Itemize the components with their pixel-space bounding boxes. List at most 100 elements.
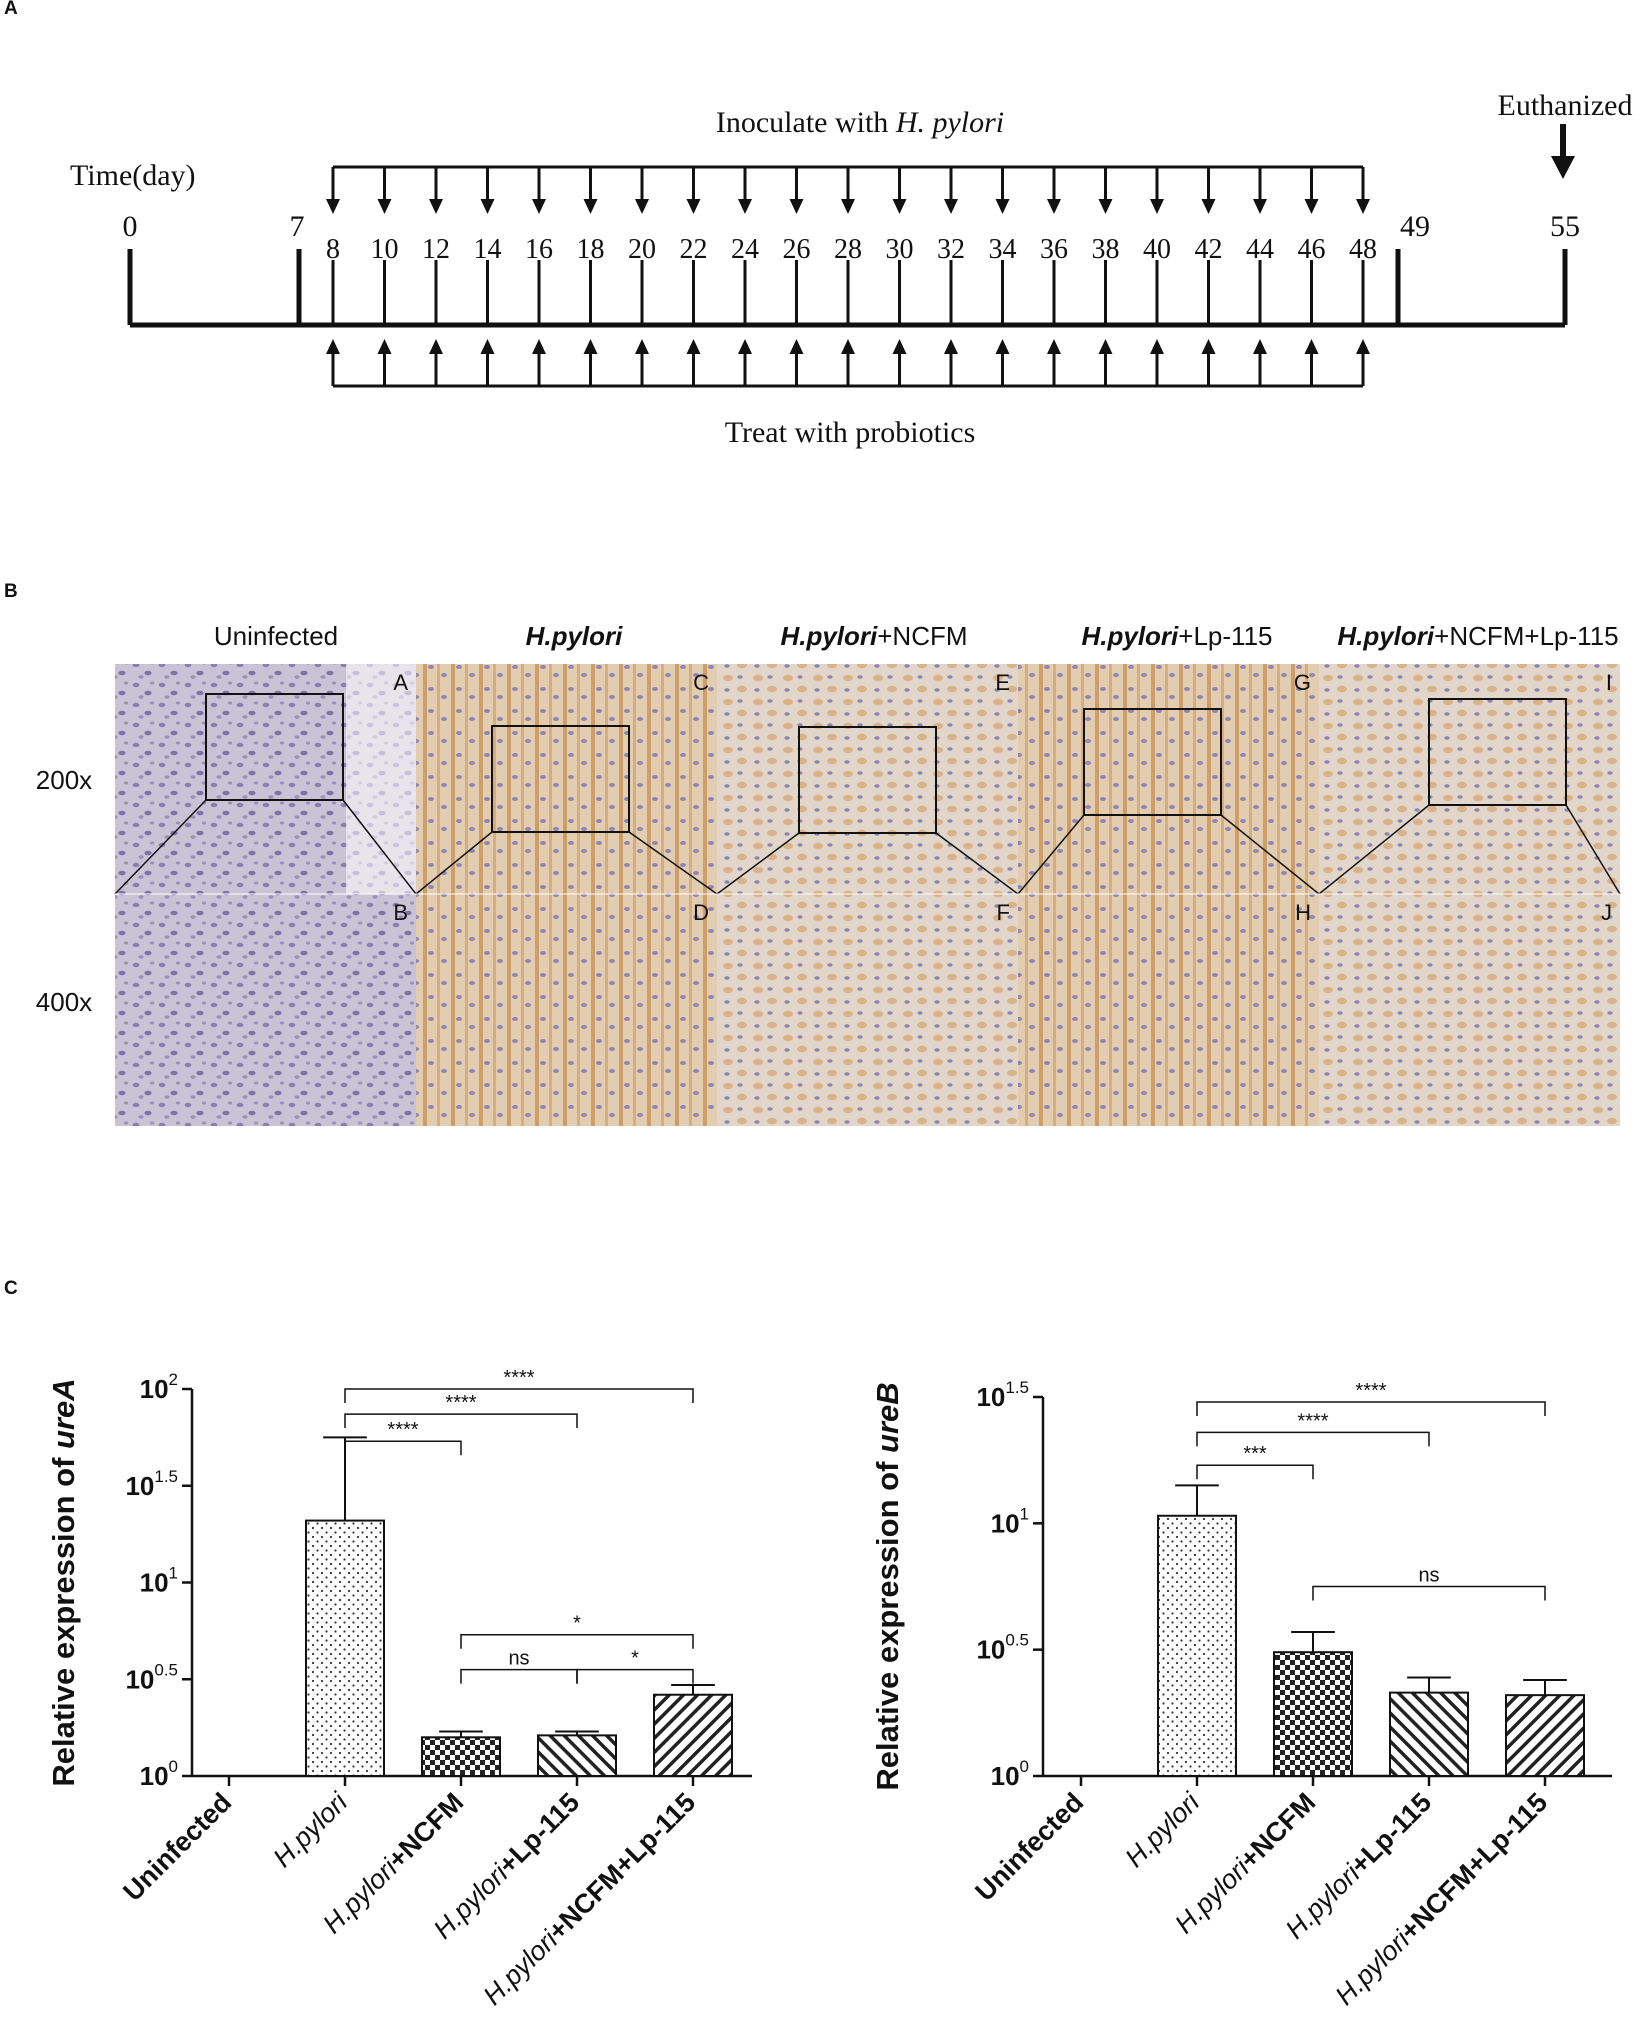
treat-arrow-head: [1304, 339, 1319, 354]
timeline-day-label: 0: [123, 210, 138, 243]
x-tick-label: Uninfected: [117, 1787, 237, 1907]
dose-day-label: 14: [474, 234, 502, 265]
dose-day-label: 38: [1092, 234, 1120, 265]
text-span: H.pylori: [1280, 1858, 1367, 1945]
text-span: 10: [976, 1382, 1005, 1412]
significance-label: ns: [508, 1648, 529, 1670]
treat-arrow-head: [583, 339, 598, 354]
x-tick-label: H.pylori+NCFM+Lp-115: [477, 1787, 701, 2011]
zoom-line: [1565, 804, 1621, 895]
treat-label: Treat with probiotics: [725, 416, 976, 449]
inoculate-arrow-head: [738, 199, 752, 214]
inoculate-arrow-head: [944, 199, 958, 214]
dose-day-label: 48: [1349, 234, 1377, 265]
text-span: +Lp-115: [1178, 621, 1272, 651]
significance-bracket: [460, 1668, 578, 1684]
histology-group-header: Uninfected: [214, 621, 338, 651]
inoculate-arrow-head: [1150, 199, 1164, 214]
significance-bracket: [576, 1668, 694, 1684]
micrograph-200x: [416, 664, 717, 894]
dose-day-label: 22: [680, 234, 708, 265]
micrograph-letter: J: [1601, 900, 1612, 925]
dose-day-label: 30: [886, 234, 914, 265]
dose-day-label: 12: [422, 234, 450, 265]
significance-bracket: [1196, 1401, 1546, 1417]
dose-day-label: 46: [1298, 234, 1326, 265]
inoculate-arrow-head: [1047, 199, 1061, 214]
inoculate-arrow-head: [892, 199, 907, 214]
zoom-inset-box: [205, 693, 344, 801]
bar: [421, 1736, 501, 1778]
x-tick-label: H.pylori: [1119, 1786, 1206, 1873]
micrograph-400x: [717, 894, 1018, 1126]
zoom-line: [935, 832, 1019, 895]
euthanized-label: Euthanized: [1498, 89, 1633, 122]
treat-arrow-head: [1356, 339, 1370, 354]
text-span: +Lp-115: [1344, 1787, 1437, 1880]
micrograph-400x: [416, 894, 717, 1126]
text-span: 10: [140, 1374, 169, 1404]
y-axis-label: Relative expression of ureB: [870, 1382, 905, 1790]
significance-label: ****: [1297, 1410, 1328, 1432]
text-span: H.pylori: [317, 1853, 404, 1940]
micrograph-letter: E: [995, 670, 1010, 695]
treat-arrow-head: [480, 339, 495, 354]
dose-day-label: 8: [326, 234, 340, 265]
zoom-inset-box: [1428, 698, 1567, 806]
text-span: 1: [169, 1564, 178, 1583]
inoculate-arrow-head: [583, 199, 598, 214]
bar: [305, 1519, 385, 1777]
dose-day-label: 36: [1040, 234, 1068, 265]
significance-bracket: [1196, 1464, 1314, 1480]
treat-arrow-head: [635, 339, 649, 354]
y-axis-label: Relative expression of ureA: [46, 1378, 81, 1786]
y-tick-label: 100: [140, 1757, 178, 1791]
significance-bracket: [460, 1633, 694, 1649]
micrograph-200x: [717, 664, 1018, 894]
treat-arrow-head: [995, 339, 1010, 354]
histology-group-header: H.pylori+NCFM: [780, 621, 967, 651]
text-span: Uninfected: [117, 1787, 237, 1907]
timeline-day-label: 7: [290, 210, 305, 243]
bar: [1273, 1651, 1353, 1778]
treat-arrow-head: [1047, 339, 1061, 354]
timeline-diagram: Inoculate with H. pylori Time(day) Eutha…: [70, 89, 1632, 449]
text-span: +NCFM: [382, 1787, 470, 1875]
y-tick-label: 101.5: [125, 1467, 178, 1501]
text-span: H.pylori: [477, 1924, 564, 2011]
text-span: 10: [140, 1761, 169, 1791]
micrograph-400x: [115, 894, 416, 1126]
y-tick-label: 101: [140, 1564, 178, 1598]
dose-day-label: 20: [628, 234, 656, 265]
inoculate-arrow-head: [995, 199, 1010, 214]
inoculate-arrow-head: [1201, 199, 1216, 214]
y-tick-label: 102: [140, 1370, 178, 1404]
inoculate-arrow-head: [377, 199, 392, 214]
inoculate-arrow-head: [532, 199, 546, 214]
inoculate-arrow-head: [635, 199, 649, 214]
micrograph-letter: B: [393, 900, 408, 925]
inoculate-arrow-head: [686, 199, 701, 214]
histology-group-header: H.pylori: [526, 621, 624, 651]
text-span: H.pylori: [780, 621, 878, 651]
inoculate-arrow-head: [1098, 199, 1113, 214]
dose-day-label: 40: [1143, 234, 1171, 265]
zoom-line: [716, 832, 800, 895]
inoculate-arrow-head: [480, 199, 495, 214]
dose-day-label: 44: [1246, 234, 1274, 265]
treat-arrow-head: [789, 339, 804, 354]
dose-day-label: 16: [525, 234, 553, 265]
zoom-line: [628, 831, 718, 895]
dose-day-label: 18: [577, 234, 605, 265]
treat-arrow-head: [1150, 339, 1164, 354]
text-span: H.pylori: [1119, 1786, 1206, 1873]
treat-arrow-head: [532, 339, 546, 354]
dose-day-label: 26: [783, 234, 811, 265]
bar: [653, 1693, 733, 1777]
significance-bracket: [344, 1413, 578, 1429]
text-span: +NCFM+Lp-115: [1434, 621, 1619, 651]
micrograph-200x: [1319, 664, 1620, 894]
bar: [537, 1734, 617, 1777]
x-tick-label: H.pylori+NCFM+Lp-115: [1329, 1787, 1553, 2011]
